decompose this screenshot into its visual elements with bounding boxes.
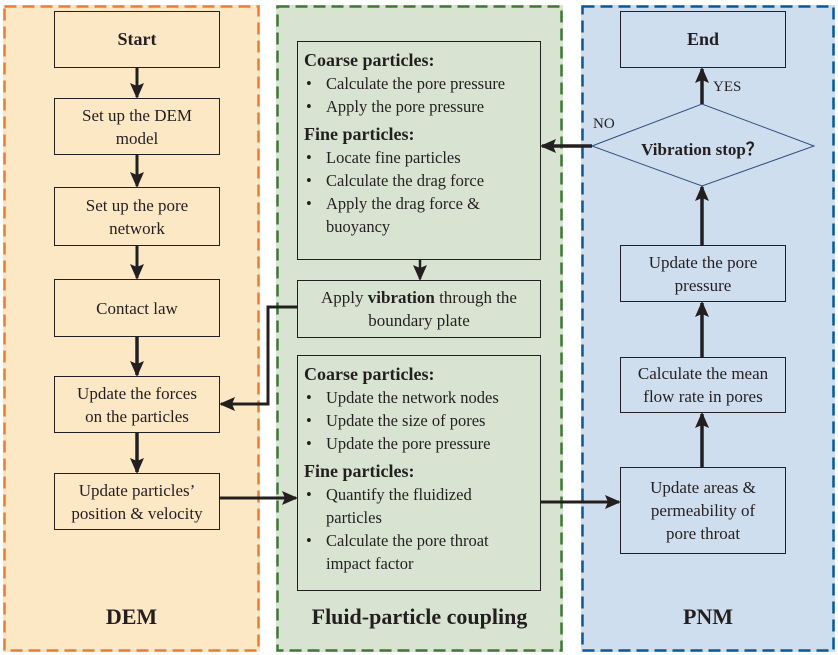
list-item: Update the size of pores [304,409,534,432]
pnm-title: PNM [682,604,734,629]
list-item: Update the pore pressure [304,432,534,455]
update-forces-box: Update the forces on the particles [54,376,220,433]
coarse-particles-list: Update the network nodes Update the size… [304,386,534,455]
end-box: End [620,11,786,68]
fpc-bottom-box: Coarse particles: Update the network nod… [297,355,541,591]
fine-particles-list: Quantify the fluidized particles Calcula… [304,483,534,575]
yes-label: YES [713,79,742,95]
setup-dem-box: Set up the DEM model [54,98,220,155]
no-label: NO [593,116,615,132]
update-forces-line1: Update the forces [77,383,197,403]
mean-flow-line2: flow rate in pores [643,387,763,406]
list-item: Locate fine particles [304,146,534,169]
update-position-line1: Update particles’ [78,480,196,500]
update-position-box: Update particles’ position & velocity [54,473,220,530]
fpc-top-box: Coarse particles: Calculate the pore pre… [297,41,541,260]
vibration-line1: Apply vibration through the [321,286,517,309]
coarse-particles-list: Calculate the pore pressure Apply the po… [304,72,534,118]
update-areas-line1: Update areas & [650,478,756,497]
update-areas-box: Update areas & permeability of pore thro… [620,467,786,554]
update-pressure-line2: pressure [674,275,732,295]
coarse-particles-heading: Coarse particles: [304,364,435,384]
list-item: Apply the pore pressure [304,95,534,118]
decision-label: Vibration stop？ [641,140,763,159]
list-item: Update the network nodes [304,386,534,409]
update-forces-line2: on the particles [85,406,189,426]
vibration-box: Apply vibration through the boundary pla… [297,280,541,338]
start-label: Start [117,29,157,49]
fpc-title: Fluid-particle coupling [311,604,528,629]
contact-law-box: Contact law [54,279,220,337]
vibration-post: through the [434,288,517,307]
list-item: Apply the drag force & buoyancy [304,192,534,238]
start-box: Start [54,11,220,68]
fine-particles-heading: Fine particles: [304,124,415,144]
setup-dem-line1: Set up the DEM [81,105,193,125]
fine-particles-list: Locate fine particles Calculate the drag… [304,146,534,238]
update-areas-line3: pore throat [665,524,741,543]
dem-title: DEM [105,604,158,629]
list-item: Quantify the fluidized particles [304,483,534,529]
setup-pore-line2: network [109,218,165,238]
pnm-panel [581,5,835,652]
update-pressure-box: Update the pore pressure [620,245,786,302]
end-label: End [686,29,720,49]
fine-particles-heading: Fine particles: [304,461,415,481]
mean-flow-line1: Calculate the mean [637,364,769,383]
list-item: Calculate the pore pressure [304,72,534,95]
pnm-panel-border [581,5,835,652]
setup-dem-line2: model [115,128,159,148]
setup-pore-line1: Set up the pore [85,195,189,215]
update-pressure-line1: Update the pore [648,252,758,272]
vibration-pre: Apply [321,288,368,307]
contact-law-label: Contact law [96,298,178,318]
update-position-line2: position & velocity [71,503,203,523]
list-item: Calculate the pore throat impact factor [304,529,534,575]
mean-flow-box: Calculate the mean flow rate in pores [620,357,786,413]
list-item: Calculate the drag force [304,169,534,192]
coarse-particles-heading: Coarse particles: [304,50,435,70]
vibration-bold: vibration [367,288,435,307]
vibration-line2: boundary plate [368,311,470,330]
setup-pore-box: Set up the pore network [54,187,220,246]
update-areas-line2: permeability of [650,501,756,520]
